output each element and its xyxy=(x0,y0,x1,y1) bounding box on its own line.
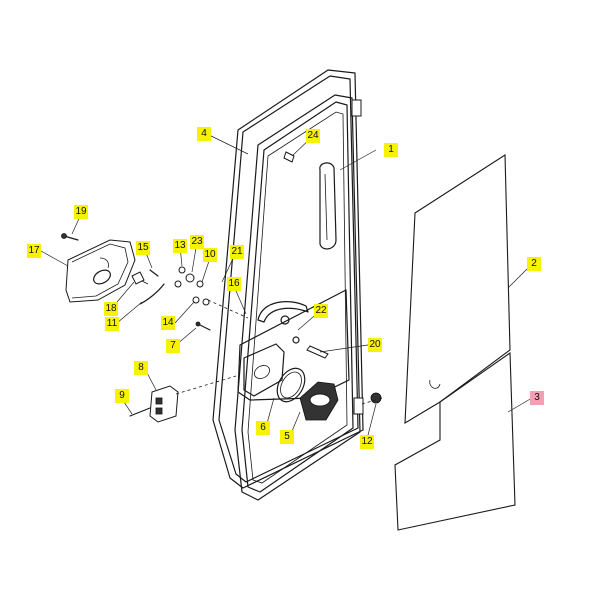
callout-9[interactable]: 9 xyxy=(115,389,129,403)
callout-11[interactable]: 11 xyxy=(105,317,119,331)
callout-22[interactable]: 22 xyxy=(314,304,328,318)
callout-24[interactable]: 24 xyxy=(306,129,320,143)
callout-15[interactable]: 15 xyxy=(136,241,150,255)
callout-23[interactable]: 23 xyxy=(190,235,204,249)
screw-9 xyxy=(129,407,151,417)
callout-19[interactable]: 19 xyxy=(74,205,88,219)
lower-hinge xyxy=(353,397,364,415)
washer-14 xyxy=(192,296,200,304)
door-frame xyxy=(234,94,361,501)
striker-rod xyxy=(139,283,165,305)
door-handle xyxy=(319,162,337,250)
callout-3[interactable]: 3 xyxy=(530,391,544,405)
washer-13 xyxy=(178,266,186,274)
upper-hinge xyxy=(351,99,362,117)
callout-18[interactable]: 18 xyxy=(104,302,118,316)
callout-2[interactable]: 2 xyxy=(527,257,541,271)
nut xyxy=(370,392,382,404)
callout-20[interactable]: 20 xyxy=(368,338,382,352)
nut-23 xyxy=(185,273,195,283)
callout-7[interactable]: 7 xyxy=(166,339,180,353)
callout-14[interactable]: 14 xyxy=(161,316,175,330)
callout-13[interactable]: 13 xyxy=(173,239,187,253)
callout-17[interactable]: 17 xyxy=(27,244,41,258)
striker-block xyxy=(149,385,179,423)
callout-5[interactable]: 5 xyxy=(280,430,294,444)
callout-1[interactable]: 1 xyxy=(384,143,398,157)
callout-4[interactable]: 4 xyxy=(197,127,211,141)
upper-glass xyxy=(404,154,511,425)
callout-12[interactable]: 12 xyxy=(360,435,374,449)
washer-10 xyxy=(196,280,204,288)
door-seal xyxy=(212,69,364,489)
callout-6[interactable]: 6 xyxy=(256,421,270,435)
callout-10[interactable]: 10 xyxy=(203,248,217,262)
lock-plate xyxy=(243,343,285,397)
inner-handle xyxy=(257,301,309,323)
bolt-15 xyxy=(149,269,159,277)
callout-21[interactable]: 21 xyxy=(230,245,244,259)
clip-18 xyxy=(131,271,145,285)
slot-bracket xyxy=(306,345,329,359)
callout-16[interactable]: 16 xyxy=(227,277,241,291)
pin xyxy=(283,151,295,163)
oval-grommet xyxy=(276,367,306,403)
callout-8[interactable]: 8 xyxy=(134,361,148,375)
lower-glass xyxy=(394,351,516,531)
